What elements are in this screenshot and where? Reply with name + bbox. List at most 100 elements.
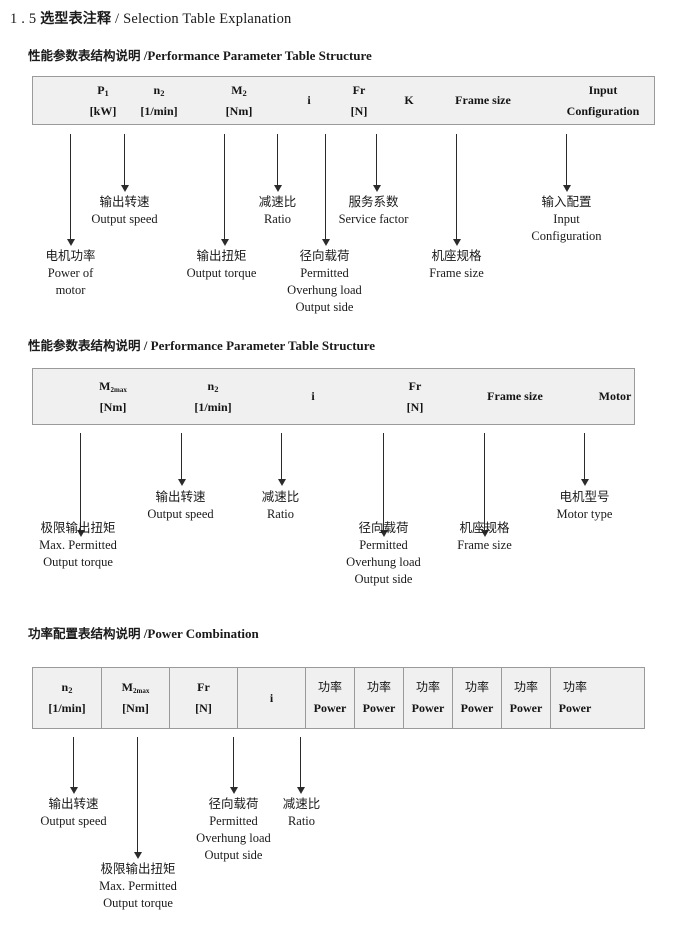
arrow-fr-2 — [379, 433, 388, 537]
table-header-line1: i — [311, 389, 315, 403]
arrow-m2 — [220, 134, 229, 246]
callout-overhung-load-2: 径向载荷 Permitted Overhung load Output side — [331, 520, 436, 588]
callout-label-cn: 电机型号 — [559, 489, 610, 504]
table-header-line2: [N] — [195, 701, 212, 715]
section-heading-1-en: Performance Parameter Table Structure — [147, 48, 372, 63]
callout-label-en-1: Frame size — [457, 537, 512, 552]
callout-label-en-1: Max. Permitted — [99, 878, 177, 893]
table-header-line2: [1/min] — [140, 103, 178, 118]
page-title-separator: / — [115, 11, 120, 27]
table-header-line2: [N] — [406, 399, 424, 414]
callout-output-speed-1: 输出转速 Output speed — [72, 194, 177, 228]
arrow-m2max-2 — [133, 737, 142, 859]
callout-label-cn: 输入配置 — [541, 194, 592, 209]
page-title: 1 . 5 选型表注释 / Selection Table Explanatio… — [10, 8, 292, 28]
table-header-line2: Power — [558, 701, 592, 715]
arrow-motor — [580, 433, 589, 486]
callout-power-of-motor: 电机功率 Power of motor — [18, 248, 123, 299]
callout-label-en-1: Motor type — [556, 506, 613, 521]
table-header-line1: M2 — [231, 82, 247, 98]
callout-label-en-1: Permitted — [209, 813, 258, 828]
page-title-cn: 选型表注释 — [40, 11, 112, 27]
table-header-line1: 功率 — [415, 680, 440, 694]
table-header-line1: Input — [588, 82, 618, 97]
table-header-line1: 功率 — [317, 680, 342, 694]
table-header-line1: M2max — [99, 378, 127, 394]
callout-label-cn: 减速比 — [282, 796, 321, 811]
callout-label-en-1: Permitted — [359, 537, 408, 552]
table-header-line1: n2 — [61, 680, 73, 695]
callout-label-en-1: Input — [553, 211, 580, 226]
callout-output-speed-2: 输出转速 Output speed — [128, 489, 233, 523]
callout-label-en-2: Overhung load — [196, 830, 271, 845]
table-header-cell: Fr [N] — [363, 369, 467, 424]
table-header-line2: [Nm] — [99, 399, 127, 414]
callout-overhung-load-3: 径向载荷 Permitted Overhung load Output side — [181, 796, 286, 864]
callout-label-cn: 径向载荷 — [358, 520, 409, 535]
table-header-line1: n2 — [207, 378, 219, 394]
callout-ratio-2: 减速比 Ratio — [228, 489, 333, 523]
callout-label-en-1: Output speed — [91, 211, 158, 226]
table-header-line2: Power — [362, 701, 396, 715]
table-header-cell: n2 [1/min] — [125, 77, 193, 124]
table-header-line2: Power — [460, 701, 494, 715]
table-header-line1: n2 — [153, 82, 165, 98]
callout-ratio-1: 减速比 Ratio — [225, 194, 330, 228]
callout-label-cn: 服务系数 — [348, 194, 399, 209]
callout-label-en-1: Ratio — [266, 506, 295, 521]
table-header-cell: Fr [N] — [333, 77, 385, 124]
callout-label-en-1: Output speed — [147, 506, 214, 521]
table-header-line1: Frame size — [455, 93, 511, 107]
callout-label-cn: 机座规格 — [459, 520, 510, 535]
section-heading-1: 性能参数表结构说明 /Performance Parameter Table S… — [28, 45, 372, 64]
section-heading-3-en: Power Combination — [147, 626, 259, 641]
table-header-cell: Motor — [563, 369, 667, 424]
callout-overhung-load-1: 径向载荷 Permitted Overhung load Output side — [272, 248, 377, 316]
table-header-cell: Frame size — [463, 369, 567, 424]
callout-service-factor: 服务系数 Service factor — [321, 194, 426, 228]
table-header-line1: Frame size — [487, 389, 543, 403]
arrow-frame-size — [452, 134, 461, 246]
callout-label-cn: 极限输出扭矩 — [40, 520, 116, 535]
section-heading-2-en: Performance Parameter Table Structure — [150, 338, 376, 353]
callout-label-en-1: Power of — [47, 265, 94, 280]
callout-label-en-3: Output side — [204, 847, 263, 862]
callout-input-configuration: 输入配置 Input Configuration — [514, 194, 619, 245]
table-header-cell: i — [237, 668, 305, 728]
table-header-line1: Fr — [408, 378, 422, 393]
callout-label-cn: 机座规格 — [431, 248, 482, 263]
table-header-line2: [kW] — [89, 103, 117, 118]
table-header-cell: Frame size — [433, 77, 533, 124]
callout-label-cn: 径向载荷 — [208, 796, 259, 811]
table-header-line2: Power — [411, 701, 445, 715]
callout-label-en-2: Overhung load — [287, 282, 362, 297]
section-heading-2: 性能参数表结构说明 / Performance Parameter Table … — [28, 335, 375, 354]
section-heading-3-separator: / — [143, 626, 148, 641]
callout-label-cn: 减速比 — [261, 489, 300, 504]
callout-label-en-1: Frame size — [429, 265, 484, 280]
arrow-m2max-1 — [76, 433, 85, 537]
callout-label-cn: 输出转速 — [48, 796, 99, 811]
table-header-line1: M2max — [121, 680, 150, 695]
table-header-cell: Fr[N] — [169, 668, 237, 728]
table-header-cell: n2[1/min] — [161, 369, 265, 424]
callout-label-en-1: Output torque — [186, 265, 257, 280]
table-header-line2: [N] — [350, 103, 368, 118]
table-header-cell: n2[1/min] — [33, 668, 101, 728]
table-header-line1: Fr — [352, 82, 366, 97]
callout-ratio-3: 减速比 Ratio — [249, 796, 354, 830]
table-header-cell: M2max [Nm] — [61, 369, 165, 424]
arrow-frame-size-2 — [480, 433, 489, 537]
callout-output-torque: 输出扭矩 Output torque — [169, 248, 274, 282]
table-header-line2: Configuration — [566, 103, 640, 118]
arrow-fr — [321, 134, 330, 246]
callout-label-en-2: Overhung load — [346, 554, 421, 569]
callout-label-en-2: Output torque — [43, 554, 113, 569]
